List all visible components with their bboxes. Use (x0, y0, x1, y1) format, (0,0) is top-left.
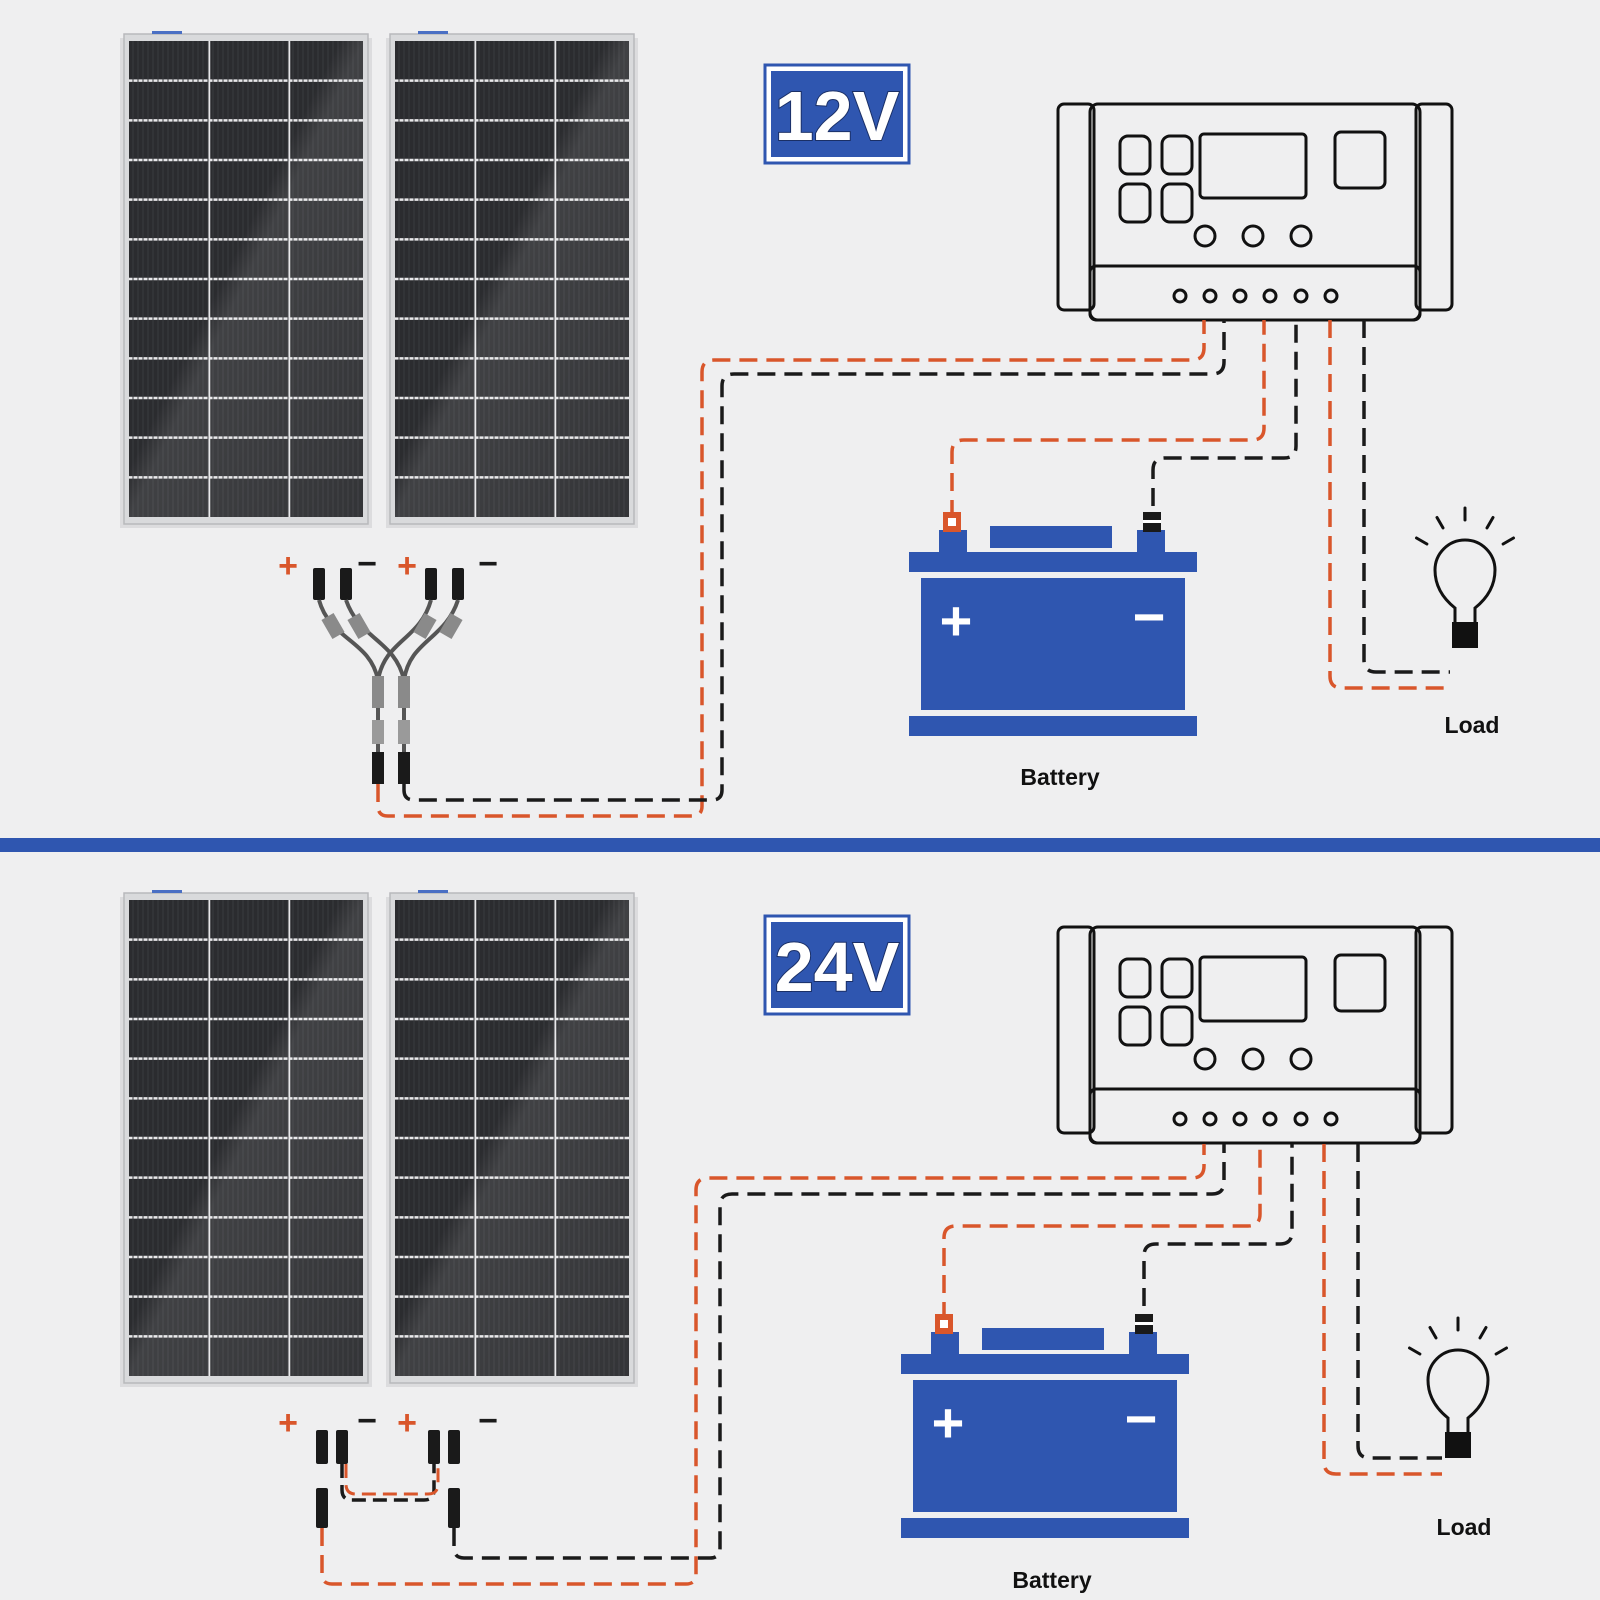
panel-negative-wire (402, 320, 1226, 802)
series-connector (316, 1430, 460, 1528)
battery-negative-wire (1151, 320, 1298, 506)
load-label: Load (1445, 712, 1500, 738)
section-24v: 24V +− Battery Load + − + − (120, 890, 1508, 1593)
panel-2-positive-terminal: + (397, 547, 417, 585)
panel-1-negative-terminal: − (357, 545, 377, 583)
wiring (376, 320, 1450, 818)
battery-negative-wire (1142, 1144, 1294, 1306)
section-12v: 12V +− Battery Load + − + − (120, 31, 1515, 818)
light-bulb-icon (1408, 1316, 1508, 1458)
battery-icon: +− (901, 1328, 1189, 1538)
charge-controller-icon (1056, 102, 1454, 322)
battery-label: Battery (1020, 764, 1099, 790)
section-divider (0, 838, 1600, 852)
panel-2-positive-terminal: + (397, 1404, 417, 1442)
panel-1-negative-terminal: − (357, 1402, 377, 1440)
battery-icon: +− (909, 526, 1197, 736)
voltage-badge: 12V (763, 63, 911, 165)
mc4-connector-icon (313, 568, 464, 600)
charge-controller-icon (1056, 925, 1454, 1145)
battery-negative-mark: − (1125, 1387, 1158, 1450)
solar-panel-icon (120, 31, 372, 528)
solar-panel-icon (386, 890, 638, 1387)
battery-negative-mark: − (1133, 585, 1166, 648)
voltage-badge: 24V (763, 914, 911, 1016)
load-negative-wire (1362, 320, 1450, 674)
parallel-y-connector (313, 568, 464, 784)
mc4-connector-icon (316, 1430, 460, 1528)
solar-panel-icon (386, 31, 638, 528)
load-positive-wire (1328, 320, 1450, 690)
load-positive-wire (1322, 1144, 1442, 1476)
panel-positive-wire (320, 1144, 1206, 1586)
battery-positive-wire (942, 1144, 1262, 1320)
panel-2-negative-terminal: − (478, 1402, 498, 1440)
solar-panel-icon (120, 890, 372, 1387)
panel-1-positive-terminal: + (278, 1404, 298, 1442)
battery-positive-wire (950, 320, 1266, 518)
load-label: Load (1437, 1514, 1492, 1540)
battery-positive-mark: + (940, 589, 973, 652)
wiring (320, 1144, 1442, 1586)
panel-negative-wire (452, 1144, 1226, 1560)
load-negative-wire (1356, 1144, 1442, 1460)
voltage-badge-text: 12V (775, 77, 900, 155)
battery-label: Battery (1012, 1567, 1091, 1593)
voltage-badge-text: 24V (775, 928, 900, 1006)
light-bulb-icon (1415, 506, 1515, 648)
panel-1-positive-terminal: + (278, 547, 298, 585)
battery-positive-mark: + (932, 1391, 965, 1454)
panel-positive-wire (376, 320, 1206, 818)
panel-2-negative-terminal: − (478, 545, 498, 583)
